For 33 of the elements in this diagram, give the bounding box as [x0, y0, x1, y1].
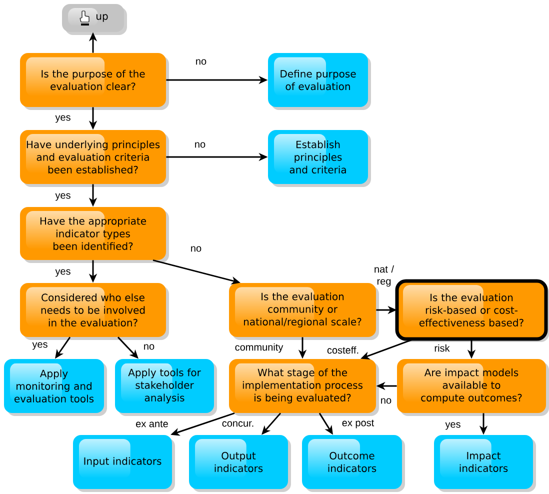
action-box: Output indicators	[189, 435, 291, 492]
edge-label: community	[235, 343, 284, 353]
edge-label: no	[191, 246, 202, 252]
edge-label: concur.	[222, 421, 254, 427]
question-box: What stage of the implementation process is being evaluated?	[229, 359, 379, 416]
edge-label: costeff.	[327, 346, 358, 354]
question-box: Have the appropriate indicator types been identified?	[20, 207, 169, 263]
edge-label: no	[381, 398, 392, 404]
action-box: Apply monitoring and evaluation tools	[4, 359, 107, 416]
button: up	[62, 4, 127, 35]
action-box: Impact indicators	[434, 435, 536, 492]
edge-label: yes	[55, 269, 70, 277]
edge-label: ex ante	[136, 420, 168, 428]
edge-label: yes	[32, 342, 48, 350]
edge-label: risk	[434, 344, 450, 352]
question-box: Are impact models available to compute outcomes?	[397, 359, 549, 416]
question-box: Is the evaluation community or national/regional scale?	[229, 283, 379, 340]
action-box: Outcome indicators	[302, 435, 405, 492]
edge-label: yes	[55, 115, 70, 123]
question-box: Is the purpose of the evaluation clear?	[20, 53, 169, 110]
question-box: Is the evaluation risk-based or cost-effectiveness based?	[395, 279, 549, 342]
edge-label: no	[195, 142, 206, 148]
edge-label: ex post	[342, 420, 374, 428]
edge-label: no	[196, 59, 206, 65]
question-box: Considered who else needs to be involved in the evaluation?	[20, 283, 169, 340]
edge-label: yes	[55, 193, 70, 201]
action-box: Define purpose of evaluation	[268, 53, 371, 110]
edge-label: no	[144, 344, 154, 350]
question-box: Have underlying principles and evaluation criteria been established?	[20, 130, 169, 187]
action-box: Input indicators	[73, 435, 175, 492]
action-box: Establish principles and criteria	[268, 130, 371, 187]
action-box: Apply tools for stakeholder analysis	[115, 359, 217, 416]
edge-label: yes	[445, 422, 460, 430]
